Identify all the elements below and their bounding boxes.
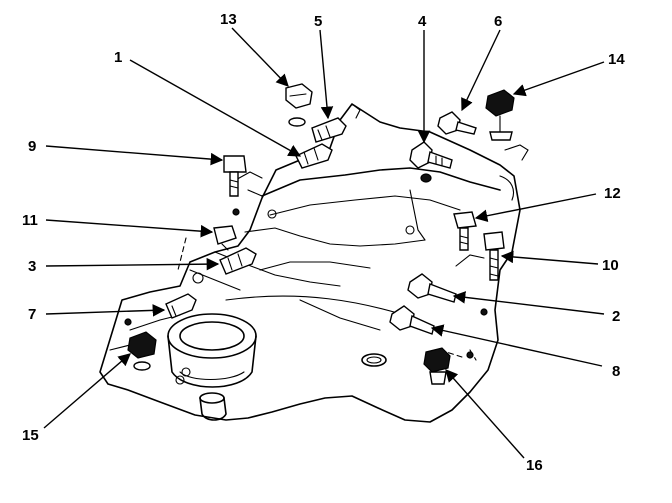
bolt-7 <box>165 293 197 319</box>
leader-2 <box>452 291 605 315</box>
callout-8: 8 <box>612 363 621 380</box>
callout-2: 2 <box>612 308 621 325</box>
leader-12 <box>474 193 597 222</box>
callout-9: 9 <box>28 138 37 155</box>
bolt-8 <box>389 305 435 335</box>
bolt-3 <box>219 247 257 275</box>
callout-11: 11 <box>22 212 38 229</box>
callout-16: 16 <box>526 457 543 474</box>
leader-11 <box>45 219 214 238</box>
bolt-13 <box>285 83 313 127</box>
leader-6 <box>461 29 501 112</box>
leader-7 <box>45 304 166 317</box>
bolt-12 <box>453 211 477 251</box>
spout <box>199 397 227 421</box>
callout-5: 5 <box>314 13 323 30</box>
bolt-2 <box>407 273 457 303</box>
leader-1 <box>129 59 302 157</box>
bolt-9 <box>223 155 247 197</box>
callout-10: 10 <box>602 257 619 274</box>
callout-4: 4 <box>418 13 427 30</box>
callout-15: 15 <box>22 427 39 444</box>
bolt-15 <box>127 331 157 371</box>
leader-10 <box>500 250 599 265</box>
callout-13: 13 <box>220 11 237 28</box>
bolt-14 <box>485 89 515 141</box>
upper-flange <box>261 167 501 197</box>
bolt-6 <box>437 111 477 135</box>
bolt-5 <box>311 117 347 143</box>
o-ring <box>361 353 387 367</box>
bolt-11 <box>213 225 237 251</box>
callout-6: 6 <box>494 13 503 30</box>
leader-15 <box>43 353 131 429</box>
leader-5 <box>319 29 334 120</box>
callout-12: 12 <box>604 185 621 202</box>
leader-8 <box>430 324 603 367</box>
leader-13 <box>231 27 289 87</box>
callout-3: 3 <box>28 258 37 275</box>
callout-7: 7 <box>28 306 37 323</box>
bolt-16 <box>423 347 451 385</box>
leader-3 <box>45 257 220 271</box>
bolt-4 <box>409 141 453 169</box>
bolt-10 <box>483 231 505 281</box>
bolt-1 <box>295 143 333 169</box>
leader-16 <box>445 369 525 459</box>
round-port <box>167 313 257 359</box>
callout-14: 14 <box>608 51 625 68</box>
housing-outline <box>99 103 521 423</box>
callout-1: 1 <box>114 49 123 66</box>
leader-9 <box>45 145 224 166</box>
leader-14 <box>512 61 605 97</box>
